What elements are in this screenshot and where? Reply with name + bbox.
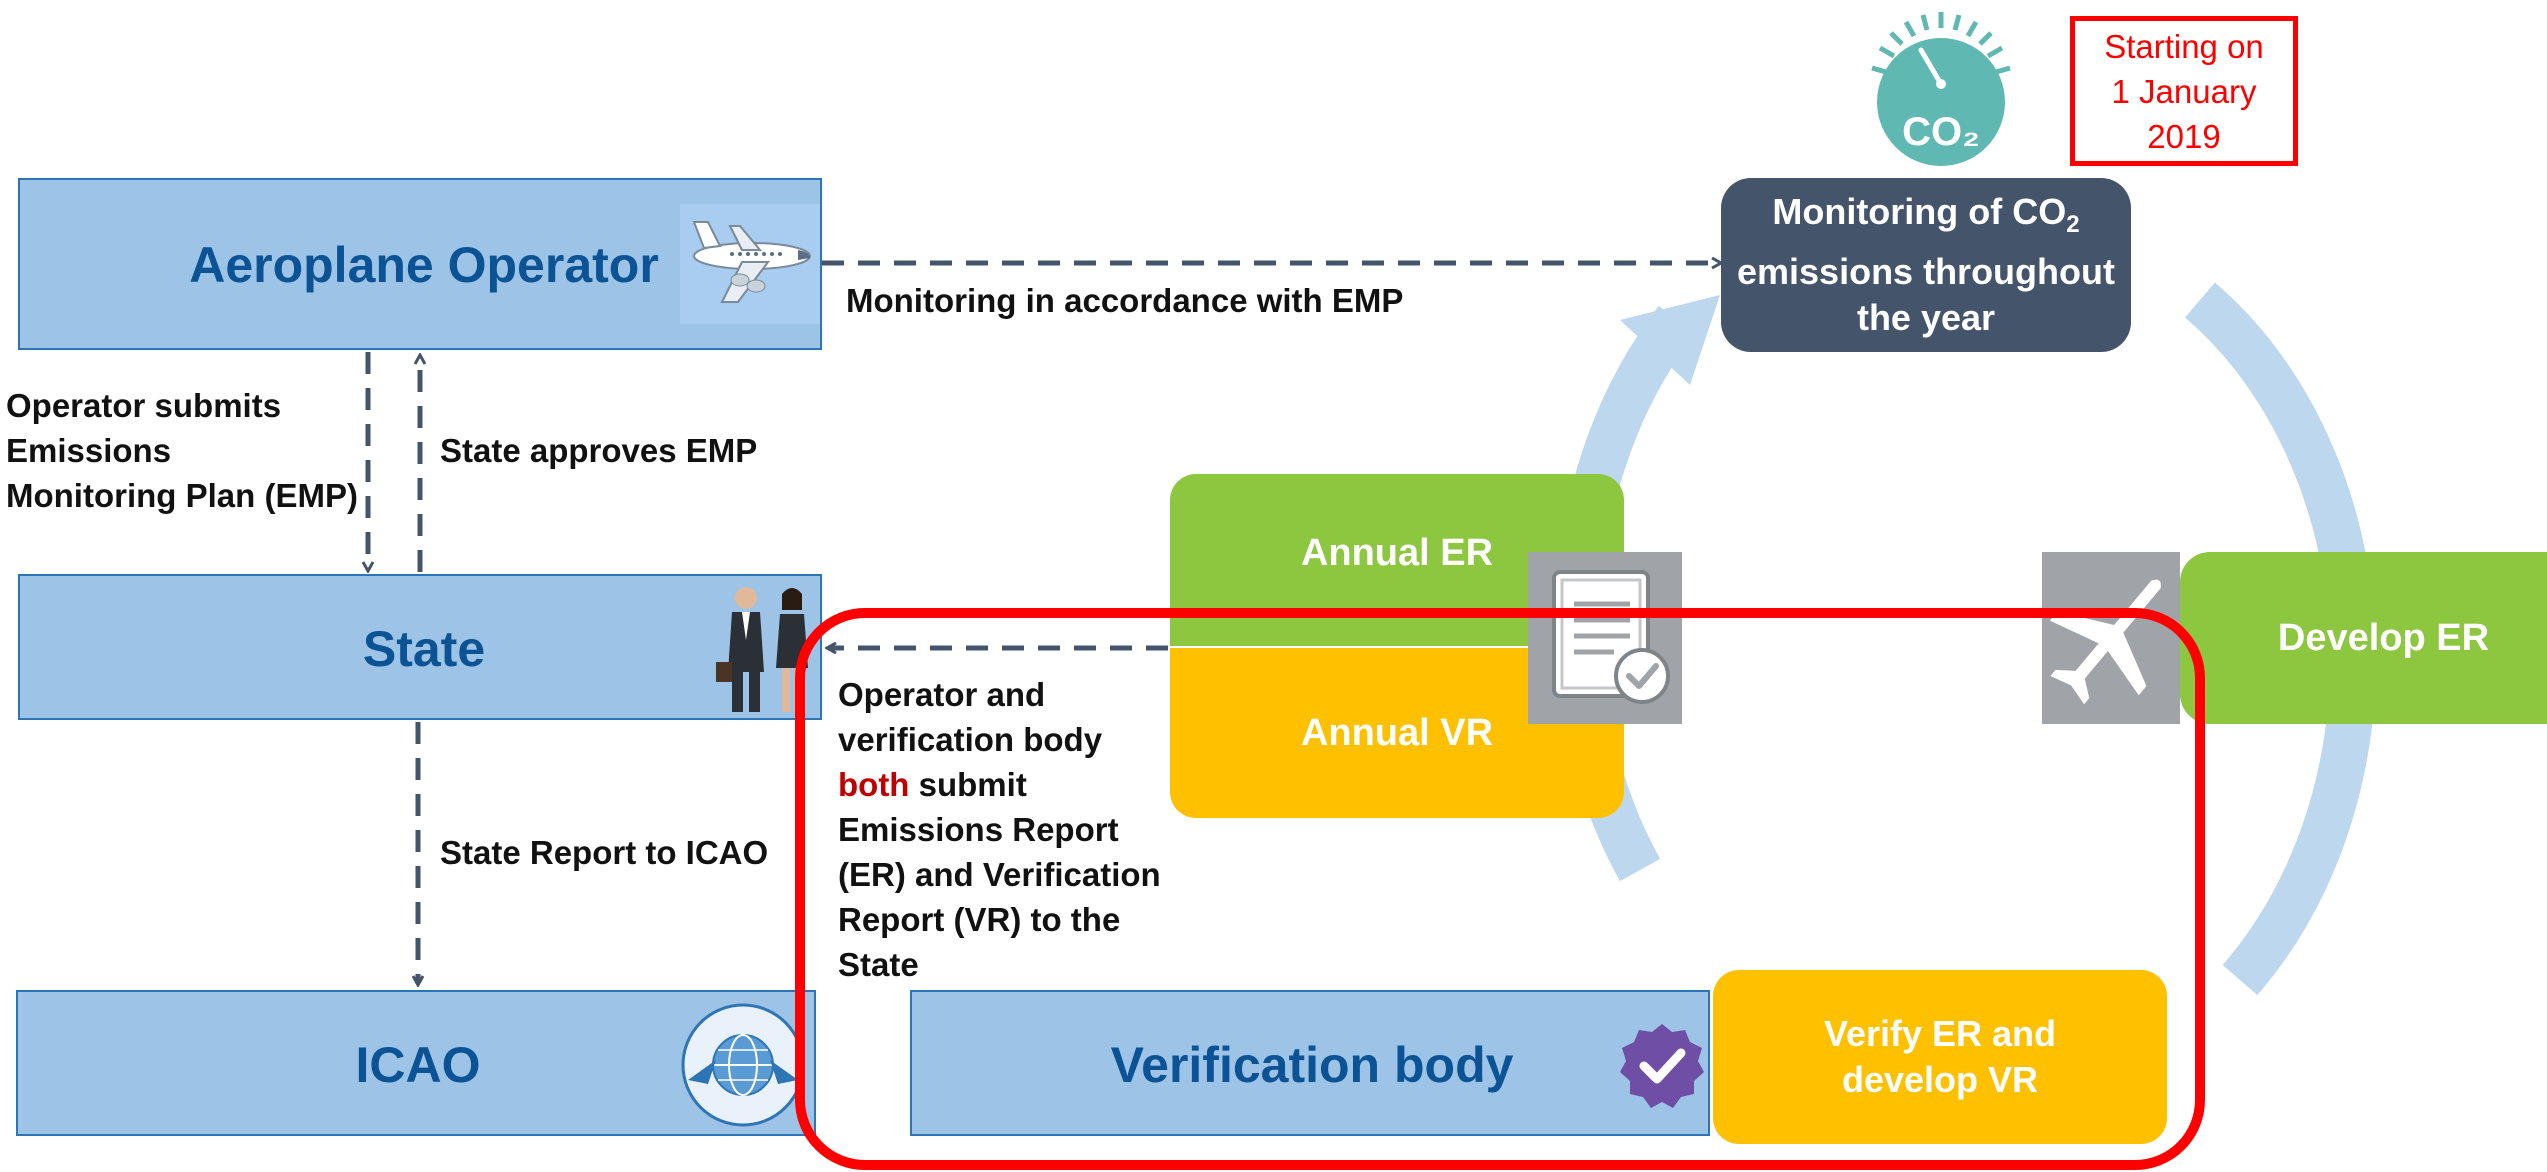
stage-line: the year [1856, 296, 1996, 338]
stage-line: develop VR [1841, 1059, 2039, 1100]
gauge-label: CO₂ [1902, 110, 1980, 154]
label-line: Monitoring Plan (EMP) [6, 477, 358, 514]
airplane-icon [680, 204, 820, 324]
entity-title: Aeroplane Operator [189, 237, 659, 293]
notice-line: 2019 [2147, 117, 2221, 155]
stage-label: Develop ER [2277, 616, 2490, 659]
document-check-icon [1528, 552, 1682, 724]
stage-label: Annual VR [1300, 711, 1494, 754]
entity-verification-body: Verification body [910, 990, 1710, 1136]
notice-line: Starting on [2104, 27, 2264, 65]
label-line: both submit [838, 762, 1161, 807]
stage-line: Verify ER and [1823, 1013, 2057, 1054]
label-line: Emissions [6, 432, 172, 469]
subscript: 2 [2066, 211, 2080, 239]
label-line: Operator and [838, 676, 1046, 713]
stage-verify: Verify ER and develop VR [1713, 970, 2167, 1144]
start-notice: Starting on 1 January 2019 [2070, 16, 2298, 166]
label-line: Report (VR) to the [838, 901, 1121, 938]
label-line: (ER) and Verification [838, 856, 1161, 893]
entity-title: Verification body [1110, 1037, 1514, 1093]
highlight-word: both [838, 766, 910, 803]
label-state-approves: State approves EMP [440, 432, 758, 469]
highlight-frame [795, 608, 2205, 1170]
stage-label: Annual ER [1300, 531, 1494, 574]
entity-aeroplane-operator: Aeroplane Operator [18, 178, 822, 350]
label-line: verification body [838, 721, 1103, 758]
stage-line: emissions throughout [1737, 250, 2115, 292]
label-both-submit: Operator and verification body both subm… [838, 672, 1161, 987]
label-fragment: submit [909, 766, 1027, 803]
label-state-report: State Report to ICAO [440, 834, 769, 871]
notice-line: 1 January [2111, 72, 2257, 110]
entity-title: ICAO [355, 1037, 481, 1093]
stage-monitoring: Monitoring of CO2 emissions throughout t… [1721, 178, 2131, 352]
co2-gauge-icon: CO₂ [1866, 6, 2016, 174]
stage-fragment: Monitoring of CO [1772, 191, 2067, 233]
entity-icao: ICAO [16, 990, 816, 1136]
label-operator-submits: Operator submits Emissions Monitoring Pl… [6, 383, 358, 518]
label-line: Operator submits [6, 387, 282, 424]
label-monitoring: Monitoring in accordance with EMP [846, 282, 1404, 319]
label-line: State [838, 946, 919, 983]
entity-state: State [18, 574, 822, 720]
entity-title: State [362, 621, 486, 677]
check-badge-icon [1618, 1022, 1706, 1110]
stage-develop-er: Develop ER [2180, 552, 2547, 724]
icao-seal-icon [678, 1000, 808, 1130]
stage-line: Monitoring of CO2 [1772, 189, 2079, 248]
label-line: Emissions Report [838, 811, 1119, 848]
